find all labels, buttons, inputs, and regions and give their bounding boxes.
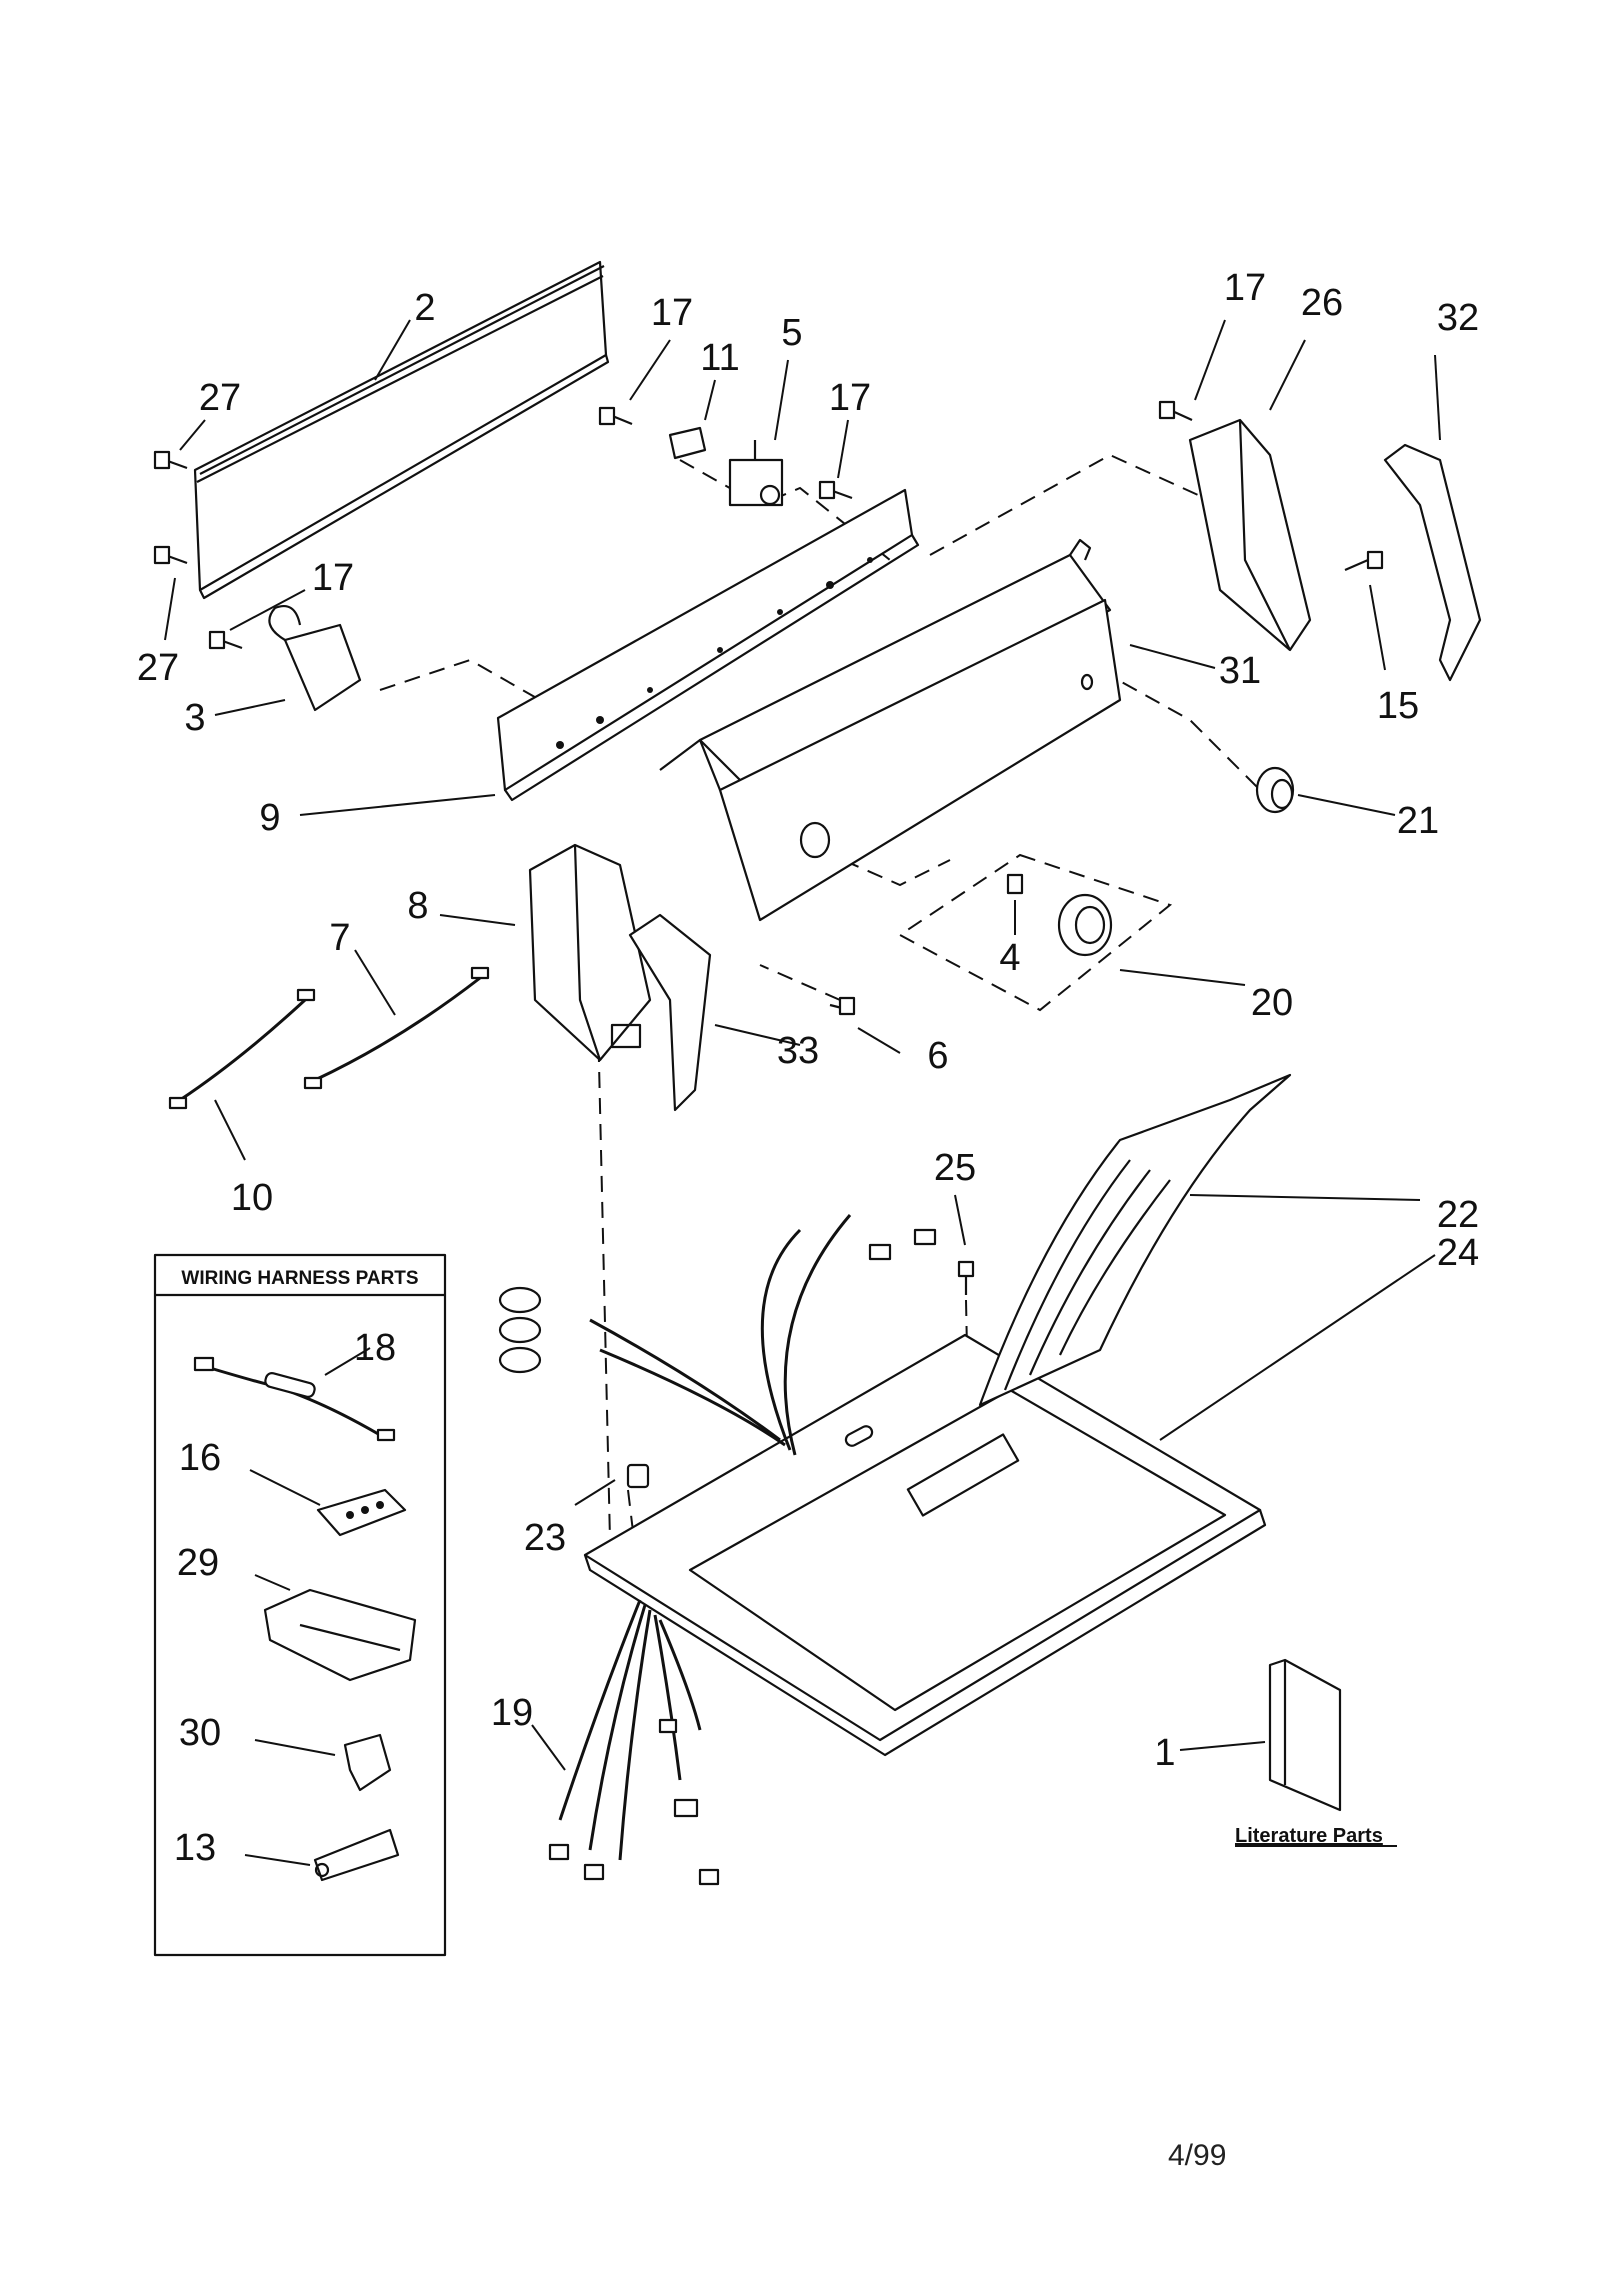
part-right-endcap [1188, 418, 1312, 652]
part-top-cover [583, 1333, 1267, 1757]
callout-5: 5 [781, 312, 802, 354]
callout-17-c: 17 [829, 377, 871, 419]
part-control-bracket [496, 488, 920, 802]
screws [153, 400, 1384, 1295]
callout-33: 33 [777, 1030, 819, 1072]
callout-15: 15 [1377, 685, 1419, 727]
part-bumper [626, 1463, 650, 1489]
part-30-clip [343, 1733, 392, 1792]
callout-9: 9 [259, 797, 280, 839]
leaders [164, 319, 1441, 1866]
screw-6 [829, 996, 856, 1016]
wiring-box-title: WIRING HARNESS PARTS [181, 1268, 418, 1289]
part-switch [728, 440, 784, 507]
part-right-trim [1383, 443, 1482, 682]
screw-17-b [818, 480, 853, 500]
part-29-block [263, 1588, 417, 1682]
callout-20: 20 [1251, 982, 1293, 1024]
callout-8: 8 [407, 885, 428, 927]
callout-27-top: 27 [199, 377, 241, 419]
part-selector-switch [268, 604, 362, 712]
callout-10: 10 [231, 1177, 273, 1219]
part-left-endcap [528, 843, 652, 1062]
callout-18: 18 [354, 1327, 396, 1369]
callout-29: 29 [177, 1542, 219, 1584]
callout-26: 26 [1301, 282, 1343, 324]
screw-27-a [153, 450, 188, 470]
part-console [659, 538, 1122, 922]
callout-11: 11 [700, 337, 739, 379]
callout-17-b: 17 [651, 292, 693, 334]
part-18-fuse [193, 1356, 396, 1442]
callout-17-d: 17 [1224, 267, 1266, 309]
callout-22: 22 [1437, 1194, 1479, 1236]
screw-27-b [153, 545, 188, 565]
wire-jumpers [168, 966, 490, 1110]
callout-6: 6 [927, 1035, 948, 1077]
part-lint-screen [978, 1073, 1292, 1407]
callout-19: 19 [491, 1692, 533, 1734]
page-date: 4/99 [1168, 2139, 1226, 2172]
screw-17-d [1158, 400, 1193, 422]
part-left-trim [628, 913, 712, 1112]
callout-21: 21 [1397, 800, 1439, 842]
callout-32: 32 [1437, 297, 1479, 339]
screw-17-a [598, 406, 633, 426]
callout-4: 4 [999, 937, 1020, 979]
part-16-connector [316, 1488, 407, 1537]
callout-23: 23 [524, 1517, 566, 1559]
part-knob [1255, 766, 1295, 814]
callout-7: 7 [329, 917, 350, 959]
callout-13: 13 [174, 1827, 216, 1869]
callout-17-a: 17 [312, 557, 354, 599]
callout-3: 3 [184, 697, 205, 739]
part-13-terminal [313, 1828, 400, 1882]
callout-25: 25 [934, 1147, 976, 1189]
wiring-harness-box: WIRING HARNESS PARTS [153, 1253, 447, 1957]
part-literature [1268, 1658, 1342, 1812]
part-harness-upper [498, 1214, 937, 1456]
callout-31: 31 [1219, 650, 1261, 692]
callout-16: 16 [179, 1437, 221, 1479]
callout-1: 1 [1154, 1732, 1175, 1774]
assembly-lines [379, 453, 1271, 1549]
part-harness-lower [548, 1599, 720, 1886]
callout-2: 2 [414, 287, 435, 329]
callout-24: 24 [1437, 1232, 1479, 1274]
screw-15 [1344, 550, 1384, 572]
part-timer-knob [1006, 873, 1113, 957]
screw-25 [957, 1260, 975, 1295]
callout-27-bottom: 27 [137, 647, 179, 689]
callout-labels: 2 27 27 17 3 9 17 11 5 17 17 26 32 31 15… [137, 267, 1479, 1869]
part-back-panel [193, 260, 610, 600]
callout-30: 30 [179, 1712, 221, 1754]
literature-parts-label: Literature Parts [1235, 1825, 1383, 1847]
part-clip [668, 426, 707, 460]
screw-17-c [208, 630, 243, 650]
